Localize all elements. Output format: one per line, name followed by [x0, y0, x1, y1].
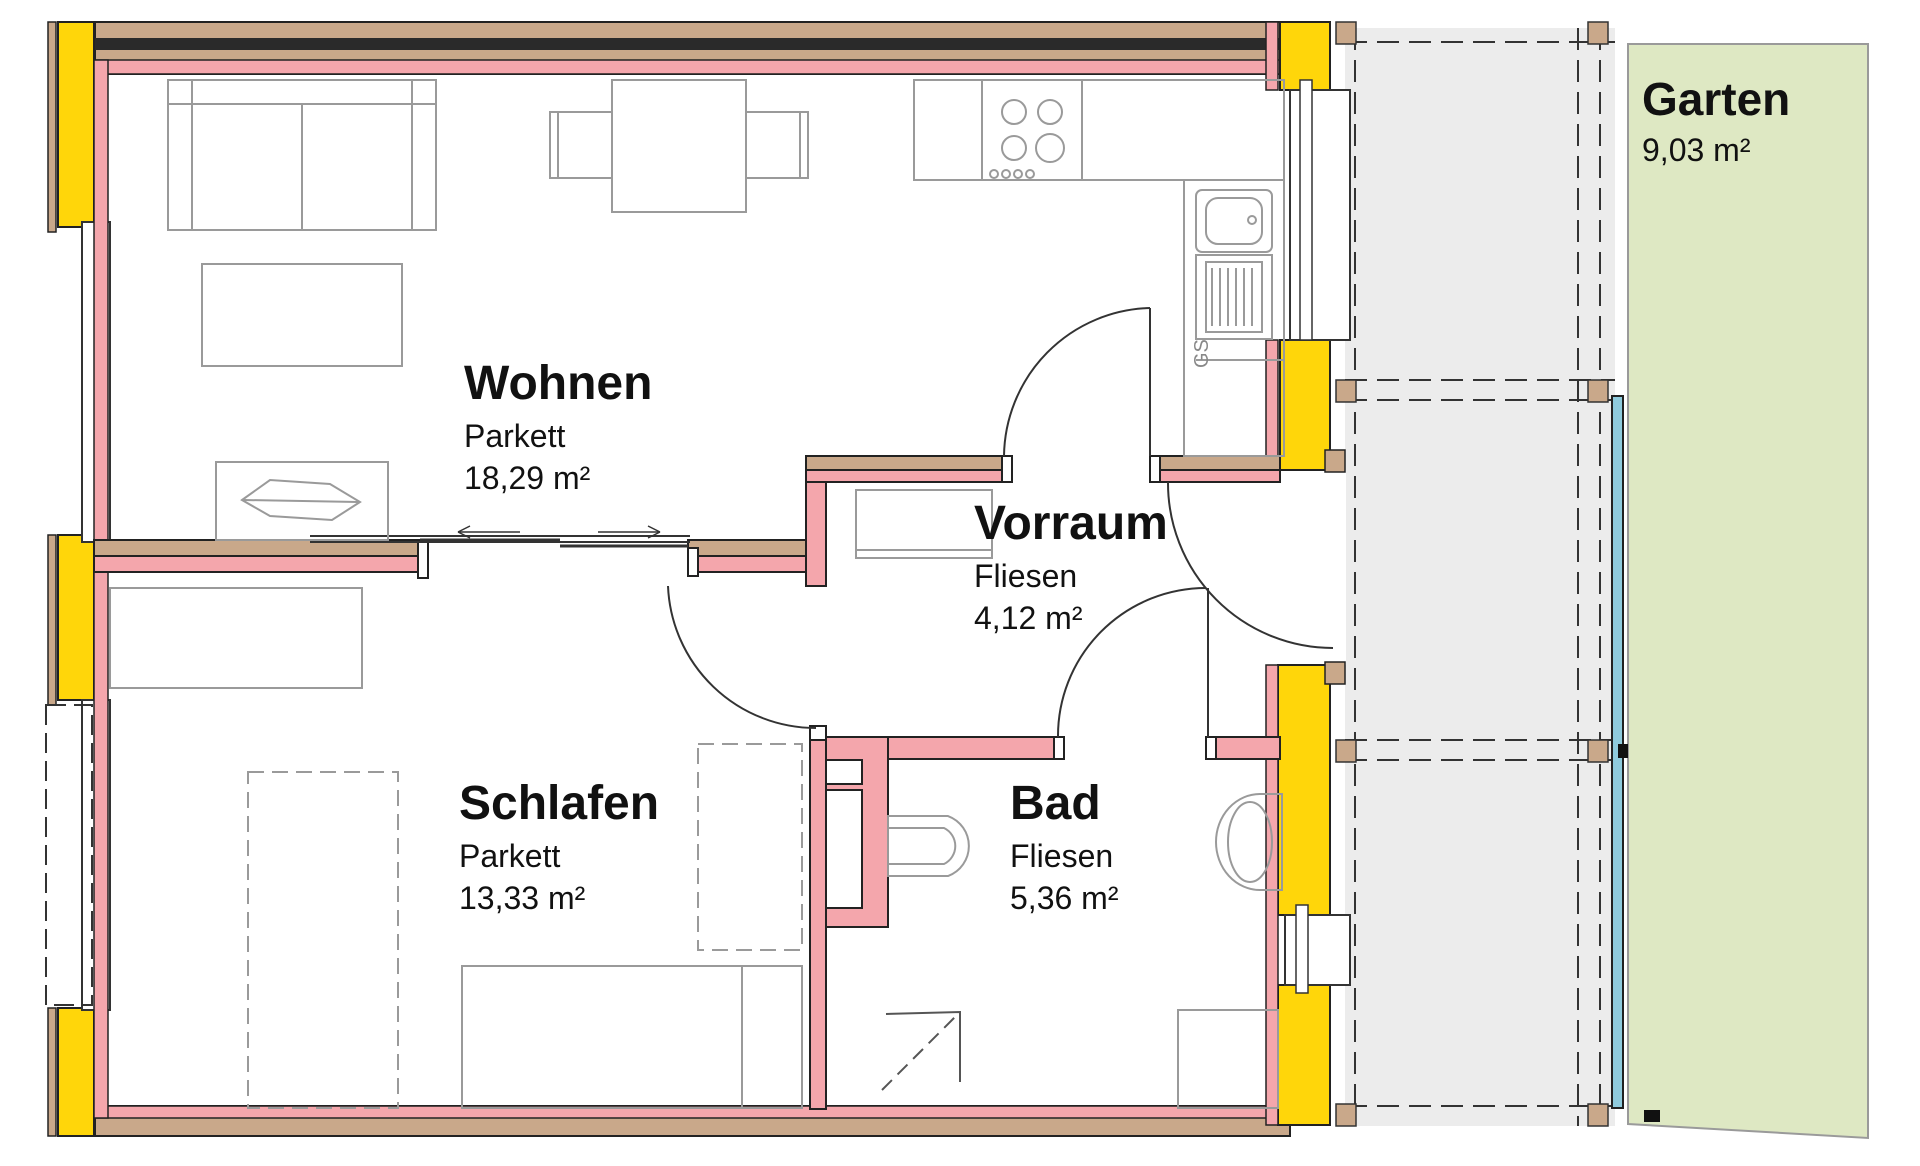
room-area: 9,03 m²: [1642, 132, 1751, 168]
gs-label: GS: [1191, 339, 1213, 368]
terrace-area: [1345, 28, 1615, 1126]
room-label-vorraum: Vorraum Fliesen 4,12 m²: [974, 497, 1168, 636]
room-name: Bad: [1010, 777, 1101, 830]
room-name: Wohnen: [464, 357, 653, 410]
room-area: 4,12 m²: [974, 600, 1083, 636]
room-area: 18,29 m²: [464, 460, 591, 496]
room-floor: Fliesen: [1010, 838, 1114, 874]
interior-walls: [93, 455, 1281, 1110]
terrace-posts: [1335, 21, 1609, 1127]
room-floor: Parkett: [464, 418, 566, 454]
furniture: [109, 79, 1285, 1109]
room-label-wohnen: Wohnen Parkett 18,29 m²: [464, 357, 653, 496]
terrace-dashed-lines: [1345, 28, 1615, 1126]
room-area: 5,36 m²: [1010, 880, 1119, 916]
room-area: 13,33 m²: [459, 880, 586, 916]
room-name: Schlafen: [459, 777, 660, 830]
room-floor: Parkett: [459, 838, 561, 874]
room-name: Vorraum: [974, 497, 1168, 550]
garden-area: [1627, 43, 1869, 1140]
room-floor: Fliesen: [974, 558, 1078, 594]
room-label-bad: Bad Fliesen 5,36 m²: [1010, 777, 1119, 916]
door-swings: [310, 307, 1334, 738]
room-label-garten: Garten 9,03 m²: [1642, 76, 1790, 166]
room-name: Garten: [1642, 73, 1791, 125]
room-label-schlafen: Schlafen Parkett 13,33 m²: [459, 777, 660, 916]
